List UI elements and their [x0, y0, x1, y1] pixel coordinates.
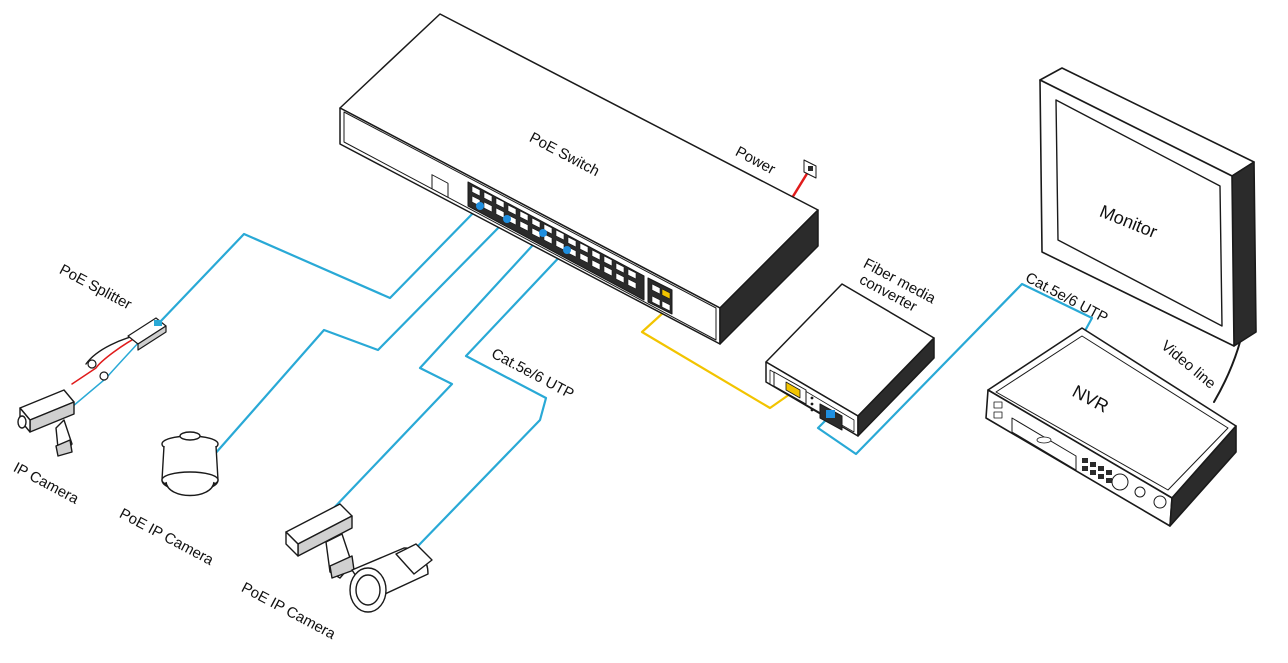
poe-dome-camera: [161, 431, 219, 497]
nvr: [985, 327, 1237, 527]
utp-cable-splitter: [158, 206, 480, 324]
utp-cable-dome-camera: [212, 218, 508, 457]
utp-cable-converter-nvr: [816, 282, 1094, 456]
power-cable: [790, 170, 810, 200]
monitor: [1039, 67, 1257, 347]
poe-box-camera: [285, 503, 355, 579]
fiber-cable: [640, 310, 792, 410]
fiber-media-converter: [765, 283, 935, 437]
ip-camera: [17, 389, 75, 457]
power-socket: [803, 159, 817, 179]
poe-switch-ports: [467, 181, 673, 315]
poe-switch: [339, 13, 819, 345]
utp-cable-bullet-camera: [416, 248, 568, 548]
poe-bullet-camera: [349, 543, 433, 613]
utp-cable-box-camera: [328, 232, 545, 514]
poe-splitter: [87, 317, 167, 381]
